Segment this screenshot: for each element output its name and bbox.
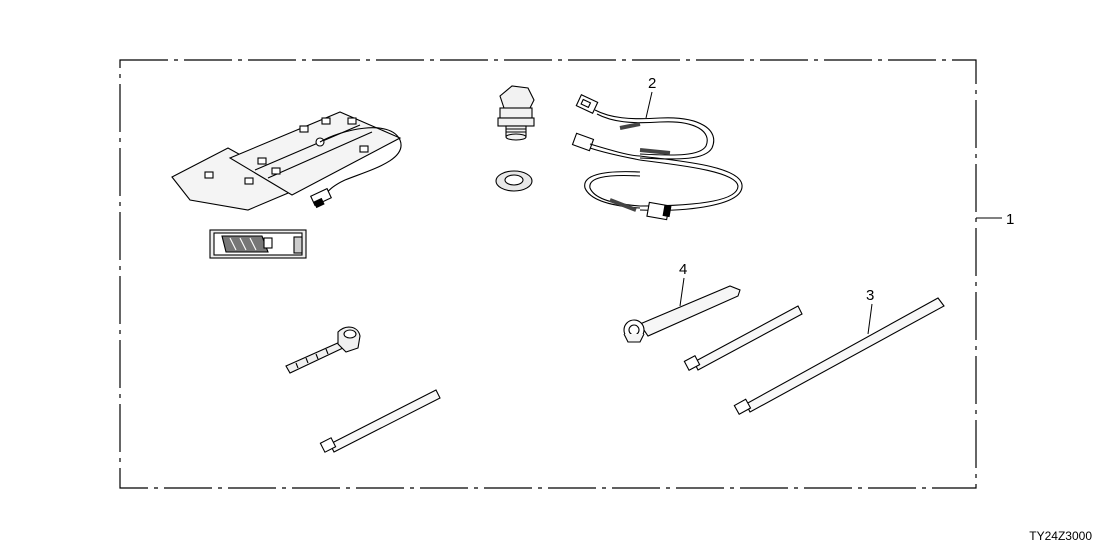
temperature-sensor-part	[497, 85, 535, 141]
assembly-boundary	[119, 59, 977, 489]
label-card-part	[209, 229, 307, 259]
leader-line-3	[867, 303, 873, 335]
cable-tie-short-part	[319, 389, 441, 453]
leader-line-4	[679, 277, 685, 307]
cable-tie-long-part	[733, 297, 945, 416]
clip-band-part	[623, 285, 741, 343]
wire-harness-part	[571, 94, 743, 221]
leader-line-2	[645, 91, 653, 119]
grommet-part	[495, 170, 533, 192]
callout-2: 2	[648, 75, 656, 92]
callout-1: 1	[1006, 211, 1014, 228]
cable-tie-medium-part	[683, 305, 803, 371]
part-code: TY24Z3000	[1029, 529, 1092, 543]
callout-3: 3	[866, 287, 874, 304]
clip-tie-part	[285, 326, 361, 374]
heater-pad-part	[171, 111, 402, 211]
callout-4: 4	[679, 261, 687, 278]
